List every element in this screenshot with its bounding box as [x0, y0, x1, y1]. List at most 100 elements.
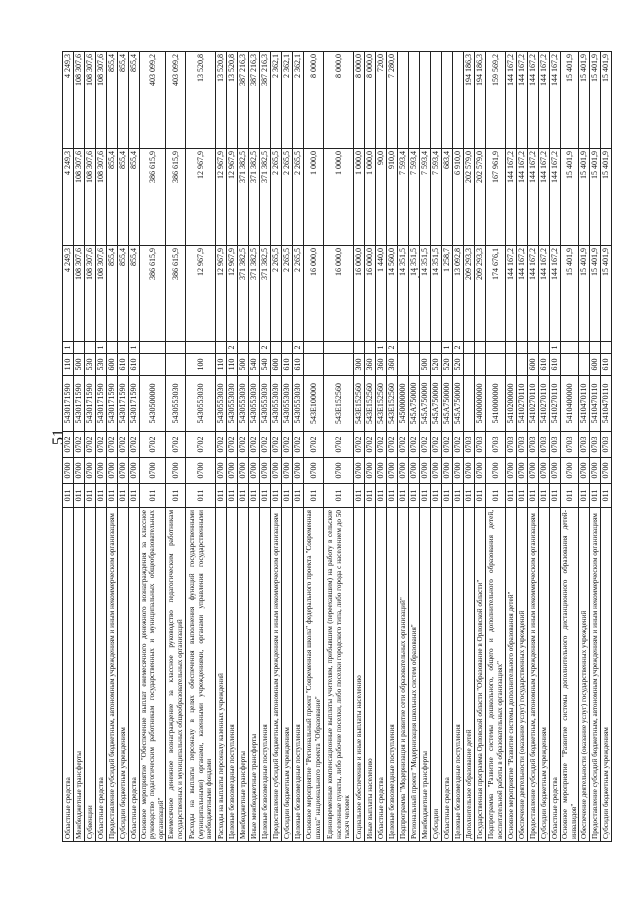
cell-source	[538, 341, 550, 354]
cell-amount-2: 386 615,9	[165, 148, 186, 246]
table-row: Подпрограмма "Модернизация и развитие се…	[397, 51, 409, 842]
cell-subsection: 0702	[323, 431, 354, 458]
cell-admin-code: 011	[270, 483, 282, 508]
cell-amount-2: 108 307,6	[84, 148, 96, 246]
cell-amount-2: 371 382,5	[248, 148, 260, 246]
cell-amount-2: 144 167,2	[505, 148, 517, 246]
cell-amount-3: 144 167,2	[538, 51, 550, 149]
cell-expense-type: 500	[237, 353, 249, 376]
cell-target-article: 543E152560	[323, 375, 354, 432]
cell-name: Расходы на выплаты персоналу в целях обе…	[185, 507, 216, 842]
cell-source: 1	[128, 341, 140, 354]
cell-amount-1: 1 440,0	[375, 245, 387, 342]
cell-target-article: 5430553030	[248, 375, 260, 432]
cell-section: 0700	[463, 457, 475, 484]
cell-source: 2	[259, 341, 271, 354]
cell-target-article: 545A750000	[430, 375, 442, 432]
table-row: Основное мероприятие "Развитие системы д…	[560, 51, 579, 842]
cell-name: Государственная программа Орловской обла…	[474, 507, 486, 842]
cell-admin-code: 011	[505, 483, 517, 508]
cell-subsection: 0702	[226, 431, 238, 458]
cell-source: 1	[62, 341, 74, 354]
cell-amount-2: 7 593,4	[397, 148, 409, 246]
cell-section: 0700	[538, 457, 550, 484]
cell-expense-type: 530	[95, 353, 107, 376]
cell-target-article: 5410000000	[485, 375, 506, 432]
cell-source	[270, 341, 282, 354]
cell-amount-3: 108 307,6	[95, 51, 107, 149]
cell-amount-2: 910,0	[386, 148, 398, 246]
cell-target-article: 5430171590	[95, 375, 107, 432]
cell-amount-1: 371 382,5	[248, 245, 260, 342]
cell-amount-2: 144 167,2	[549, 148, 561, 246]
cell-expense-type: 540	[259, 353, 271, 376]
cell-amount-1: 386 615,9	[165, 245, 186, 342]
cell-amount-1: 108 307,6	[95, 245, 107, 342]
cell-name: Основное мероприятие "Региональный проек…	[303, 507, 324, 842]
cell-amount-2: 855,4	[128, 148, 140, 246]
cell-subsection: 0702	[84, 431, 96, 458]
cell-amount-2: 7 593,4	[408, 148, 420, 246]
cell-name: Ежемесячное денежное вознаграждение за к…	[165, 507, 186, 842]
cell-amount-1: 144 167,2	[538, 245, 550, 342]
cell-section: 0700	[226, 457, 238, 484]
cell-source	[474, 341, 486, 354]
cell-name: Субсидии бюджетным учреждениям	[281, 507, 293, 842]
cell-name: Областные средства	[549, 507, 561, 842]
cell-expense-type	[165, 353, 186, 376]
cell-amount-3: 8 000,0	[323, 51, 354, 149]
cell-target-article: 545A750000	[419, 375, 431, 432]
cell-amount-1: 14 351,5	[397, 245, 409, 342]
cell-amount-3: 8 000,0	[303, 51, 324, 149]
cell-subsection: 0702	[386, 431, 398, 458]
cell-amount-2: 144 167,2	[516, 148, 528, 246]
cell-amount-3: 15 401,9	[600, 51, 612, 149]
cell-amount-1: 371 382,5	[237, 245, 249, 342]
cell-admin-code: 011	[589, 483, 601, 508]
cell-admin-code: 011	[95, 483, 107, 508]
cell-source	[106, 341, 118, 354]
cell-expense-type	[560, 353, 579, 376]
cell-amount-3: 387 216,3	[259, 51, 271, 149]
cell-amount-3	[430, 51, 442, 149]
cell-admin-code: 011	[84, 483, 96, 508]
cell-section: 0700	[73, 457, 85, 484]
table-row: Обеспечение деятельности (оказание услуг…	[516, 51, 528, 842]
cell-amount-3: 7 280,0	[386, 51, 398, 149]
cell-section: 0700	[516, 457, 528, 484]
cell-expense-type: 520	[430, 353, 442, 376]
cell-subsection: 0703	[474, 431, 486, 458]
cell-name: Основное мероприятие "Развитие системы д…	[560, 507, 579, 842]
cell-subsection: 0702	[95, 431, 107, 458]
cell-source: 1	[375, 341, 387, 354]
cell-admin-code: 011	[226, 483, 238, 508]
cell-admin-code: 011	[516, 483, 528, 508]
cell-subsection: 0702	[364, 431, 376, 458]
cell-admin-code: 011	[386, 483, 398, 508]
table-row: Единовременные компенсационные выплаты у…	[323, 51, 354, 842]
cell-admin-code: 011	[452, 483, 464, 508]
cell-section: 0700	[62, 457, 74, 484]
cell-expense-type: 100	[185, 353, 216, 376]
cell-name: Межбюджетные трансферты	[419, 507, 431, 842]
cell-amount-1: 12 967,9	[226, 245, 238, 342]
table-row: Предоставление субсидий бюджетным, автон…	[527, 51, 539, 842]
cell-subsection: 0703	[516, 431, 528, 458]
table-row: Региональный проект "Модернизация школьн…	[408, 51, 420, 842]
cell-source	[430, 341, 442, 354]
cell-target-article: 5430553030	[215, 375, 227, 432]
cell-admin-code: 011	[408, 483, 420, 508]
cell-amount-2: 12 967,9	[226, 148, 238, 246]
cell-amount-1: 2 265,5	[281, 245, 293, 342]
cell-admin-code: 011	[248, 483, 260, 508]
cell-target-article: 5430171590	[84, 375, 96, 432]
cell-amount-2: 202 579,0	[474, 148, 486, 246]
